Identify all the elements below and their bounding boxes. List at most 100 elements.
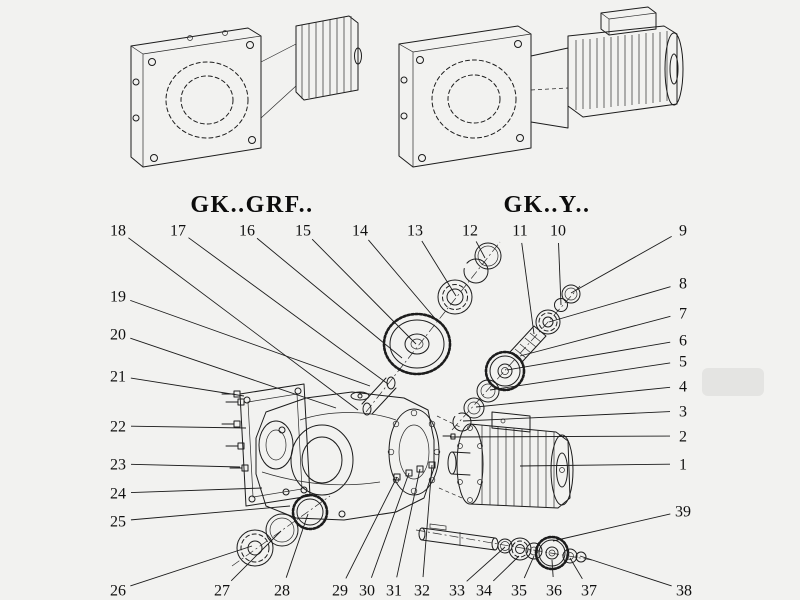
part-number-4: 4 (679, 379, 687, 396)
leader-line-35 (523, 555, 535, 579)
part-number-37: 37 (581, 583, 597, 600)
cover-and-rings (236, 493, 329, 567)
part-number-30: 30 (359, 583, 375, 600)
model-label-grf: GK..GRF.. (190, 192, 313, 218)
part-number-36: 36 (546, 583, 562, 600)
part-number-3: 3 (679, 404, 687, 421)
fan-cover (550, 434, 574, 506)
leader-line-25 (130, 505, 291, 521)
leader-line-38 (579, 555, 672, 587)
leader-line-29 (345, 476, 398, 579)
model-label-y: GK..Y.. (504, 192, 591, 218)
motor-drawing (436, 411, 574, 509)
spacer-output (525, 542, 543, 560)
leader-line-12 (475, 241, 486, 259)
leader-line-6 (506, 341, 671, 371)
part-number-34: 34 (476, 583, 492, 600)
leader-line-20 (130, 337, 337, 409)
bearing-cover (236, 529, 274, 567)
part-number-38: 38 (676, 583, 692, 600)
nut-output (575, 551, 587, 563)
output-shaft-assembly (418, 523, 587, 571)
part-number-9: 9 (679, 223, 687, 240)
leader-line-23 (130, 463, 241, 468)
leader-line-19 (130, 299, 371, 387)
part-number-12: 12 (462, 223, 478, 240)
part-number-18: 18 (110, 223, 126, 240)
part-number-7: 7 (679, 306, 687, 323)
mounting-plate (239, 383, 311, 507)
part-number-24: 24 (110, 486, 126, 503)
washer-output (562, 548, 578, 564)
bearing-upper (437, 279, 473, 315)
part-number-25: 25 (110, 514, 126, 531)
leader-line-32 (422, 464, 433, 578)
part-number-8: 8 (679, 276, 687, 293)
motor-body (469, 423, 571, 509)
input-pinion-stack (452, 284, 581, 432)
leader-line-18 (128, 237, 359, 411)
leader-line-15 (311, 238, 417, 345)
leader-line-3 (462, 411, 671, 422)
leader-line-16 (256, 237, 403, 359)
leader-line-8 (548, 286, 671, 323)
motor-assembled (567, 6, 684, 118)
watermark (702, 368, 764, 396)
seal-ring-upper (474, 242, 502, 270)
mounting-bolts (221, 390, 249, 472)
bearing-input (535, 309, 561, 335)
motor-flange (456, 423, 484, 505)
part-number-32: 32 (414, 583, 430, 600)
leader-line-28 (285, 513, 309, 578)
leader-line-30 (370, 472, 410, 578)
leader-line-10 (558, 242, 562, 306)
part-number-29: 29 (332, 583, 348, 600)
part-number-11: 11 (512, 223, 527, 240)
shim-ring (265, 513, 299, 547)
leader-line-9 (570, 235, 672, 294)
part-number-10: 10 (550, 223, 566, 240)
part-number-31: 31 (386, 583, 402, 600)
washer-b (463, 397, 485, 419)
part-number-26: 26 (110, 583, 126, 600)
leader-line-27 (230, 530, 282, 582)
output-shaft (418, 523, 499, 551)
part-number-28: 28 (274, 583, 290, 600)
bevel-gear-large (382, 312, 452, 376)
leader-line-2 (449, 435, 671, 438)
leader-line-13 (421, 240, 457, 297)
part-number-6: 6 (679, 333, 687, 350)
part-number-14: 14 (352, 223, 368, 240)
leader-line-31 (396, 468, 421, 578)
part-number-13: 13 (407, 223, 423, 240)
part-number-19: 19 (110, 289, 126, 306)
ring-top (561, 284, 581, 304)
leader-line-26 (130, 545, 253, 587)
leader-line-7 (519, 315, 671, 357)
bearing-output (508, 537, 532, 561)
gear-input (484, 350, 526, 392)
leader-line-37 (569, 557, 583, 580)
leader-line-34 (493, 555, 520, 582)
part-number-5: 5 (679, 354, 687, 371)
motor-adapter (530, 47, 569, 129)
leader-line-21 (130, 377, 245, 397)
leader-line-24 (130, 487, 263, 493)
part-number-27: 27 (214, 583, 230, 600)
part-number-21: 21 (110, 369, 126, 386)
motor-shaft (447, 451, 471, 476)
leader-line-4 (475, 386, 671, 408)
leader-line-36 (551, 559, 554, 578)
centerlines (231, 241, 593, 567)
flange-fasteners (393, 433, 456, 481)
washer-a (476, 379, 500, 403)
part-number-17: 17 (170, 223, 186, 240)
leader-line-5 (489, 362, 671, 391)
snap-ring-upper (463, 258, 489, 284)
part-number-2: 2 (679, 429, 687, 446)
part-number-1: 1 (679, 457, 687, 474)
leader-line-22 (130, 425, 247, 429)
leader-line-17 (188, 237, 389, 385)
part-number-20: 20 (110, 327, 126, 344)
